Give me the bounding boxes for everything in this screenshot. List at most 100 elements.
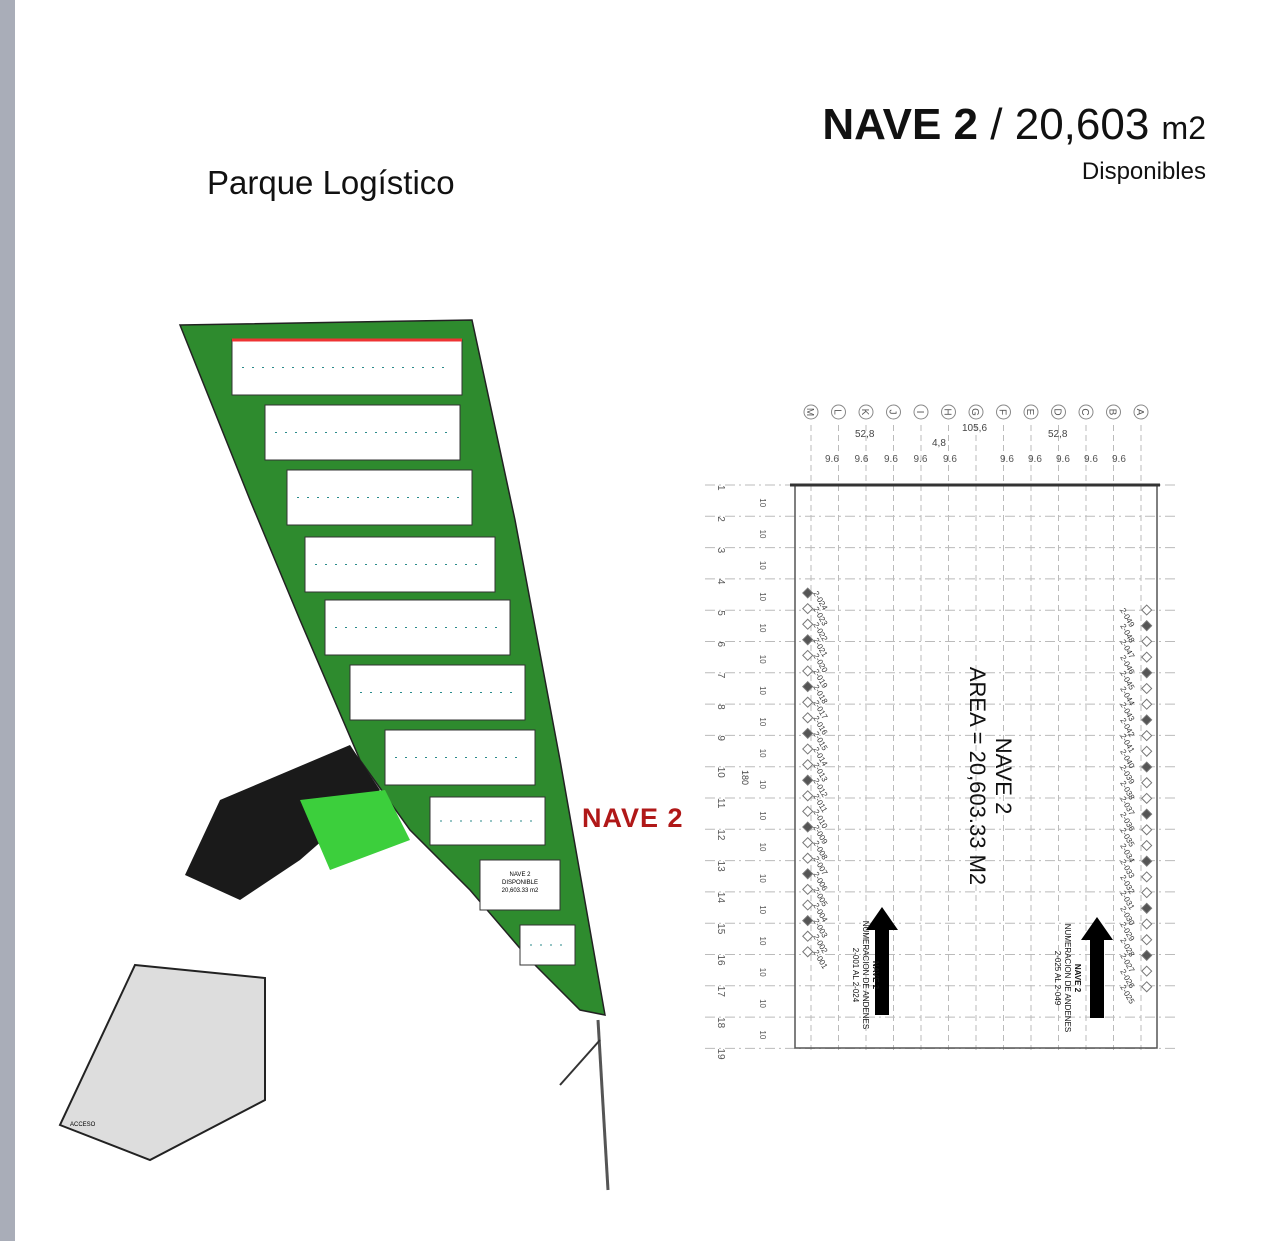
warehouse-building — [349, 664, 526, 721]
row-spacing: 10 — [758, 874, 767, 883]
column-marker — [968, 404, 984, 420]
row-label: 9 — [715, 735, 726, 741]
row-spacing: 10 — [758, 905, 767, 914]
row-spacing: 10 — [758, 655, 767, 664]
row-label: 11 — [715, 798, 726, 809]
row-spacing: 10 — [758, 561, 767, 570]
row-label: 1 — [715, 485, 726, 491]
dock-door — [1141, 792, 1153, 805]
column-marker — [913, 404, 929, 420]
row-spacing: 10 — [758, 749, 767, 758]
column-marker — [996, 404, 1011, 420]
dock-door — [1141, 981, 1153, 993]
dock-door — [802, 696, 814, 708]
row-label: 14 — [715, 892, 726, 904]
dock-door — [1141, 777, 1153, 789]
row-spacing: 10 — [758, 780, 767, 789]
bay-width: 9.6 — [914, 454, 928, 465]
dock-door — [802, 602, 814, 615]
warehouse-building — [264, 404, 461, 461]
access-road — [596, 1019, 610, 1191]
dock-door — [1141, 855, 1153, 867]
dock-door — [802, 758, 814, 771]
row-label: 19 — [715, 1048, 726, 1060]
column-label: K — [859, 409, 870, 416]
column-marker — [858, 404, 874, 420]
row-spacing: 10 — [758, 968, 767, 977]
access-label: ACCESO — [70, 1122, 96, 1128]
warehouse-building — [429, 796, 546, 846]
row-label: 5 — [715, 610, 726, 616]
nave-2-callout: NAVE 2 — [582, 803, 684, 833]
column-label: I — [914, 411, 925, 414]
dock-door — [802, 868, 814, 880]
dock-door — [1141, 808, 1153, 820]
dock-door — [1141, 871, 1153, 883]
row-label: 4 — [715, 579, 726, 585]
bay-width: 9.6 — [825, 454, 839, 465]
header-title: NAVE 2 / 20,603 m2 — [822, 100, 1206, 149]
dock-door — [802, 634, 814, 646]
arrow-up-icon — [866, 907, 898, 1015]
column-marker — [1078, 404, 1094, 420]
dock-door — [802, 665, 814, 677]
availability-status: Disponibles — [1081, 158, 1206, 185]
dock-door — [1141, 886, 1153, 899]
row-label: 13 — [715, 861, 726, 873]
dock-door — [802, 618, 814, 630]
bay-width: 9.6 — [1084, 454, 1098, 465]
dock-door — [1141, 824, 1153, 836]
dock-door — [802, 790, 814, 802]
green-lot — [300, 790, 410, 870]
dock-door — [1141, 667, 1153, 679]
header: NAVE 2 / 20,603 m2 Disponibles — [822, 98, 1206, 187]
row-spacing: 10 — [758, 717, 767, 726]
site-plan: NAVE 2 DISPONIBLE 20,603.33 m2 ACCESO — [58, 319, 610, 1191]
gap-dim: 4,8 — [932, 438, 946, 449]
row-spacing: 10 — [758, 530, 767, 539]
nave-2-building — [479, 859, 561, 911]
bay-width: 9.6 — [1000, 454, 1014, 465]
dock-door — [802, 727, 814, 740]
dock-door — [802, 649, 814, 662]
nave-2-building-status: DISPONIBLE — [502, 880, 538, 886]
dock-door — [1141, 965, 1153, 977]
dock-door — [802, 836, 814, 849]
row-spacing: 10 — [758, 1030, 767, 1039]
total-width: 105,6 — [962, 423, 987, 434]
row-label: 12 — [715, 829, 726, 841]
dock-door — [1141, 761, 1153, 773]
nave-2-building-area: 20,603.33 m2 — [502, 888, 539, 894]
bay-width: 9.6 — [943, 454, 957, 465]
column-marker — [1106, 404, 1121, 420]
bay-width: 9.6 — [1028, 454, 1042, 465]
column-label: E — [1024, 409, 1035, 416]
row-spacing: 10 — [758, 686, 767, 695]
column-marker — [831, 404, 846, 420]
column-label: D — [1052, 408, 1063, 415]
dock-door — [802, 743, 814, 755]
half-width-right: 52,8 — [1048, 429, 1068, 440]
dock-door — [802, 883, 814, 896]
warehouse-building — [519, 924, 576, 966]
dock-door — [1141, 902, 1153, 914]
bay-width: 9.6 — [855, 454, 869, 465]
row-label: 7 — [715, 673, 726, 679]
dock-door — [1141, 839, 1153, 852]
dock-door — [802, 587, 814, 599]
dock-door — [1141, 635, 1153, 648]
dock-door — [802, 712, 814, 724]
arrow-up-icon — [1081, 917, 1113, 1018]
dock-door — [1141, 682, 1153, 695]
column-marker — [803, 404, 819, 420]
dark-lot — [185, 745, 380, 900]
column-label: B — [1107, 409, 1118, 416]
bay-width: 9.6 — [1056, 454, 1070, 465]
row-label: 17 — [715, 986, 726, 998]
dock-door — [802, 852, 814, 864]
row-label: 15 — [715, 923, 726, 935]
column-label: G — [969, 408, 980, 416]
column-marker — [886, 404, 901, 420]
